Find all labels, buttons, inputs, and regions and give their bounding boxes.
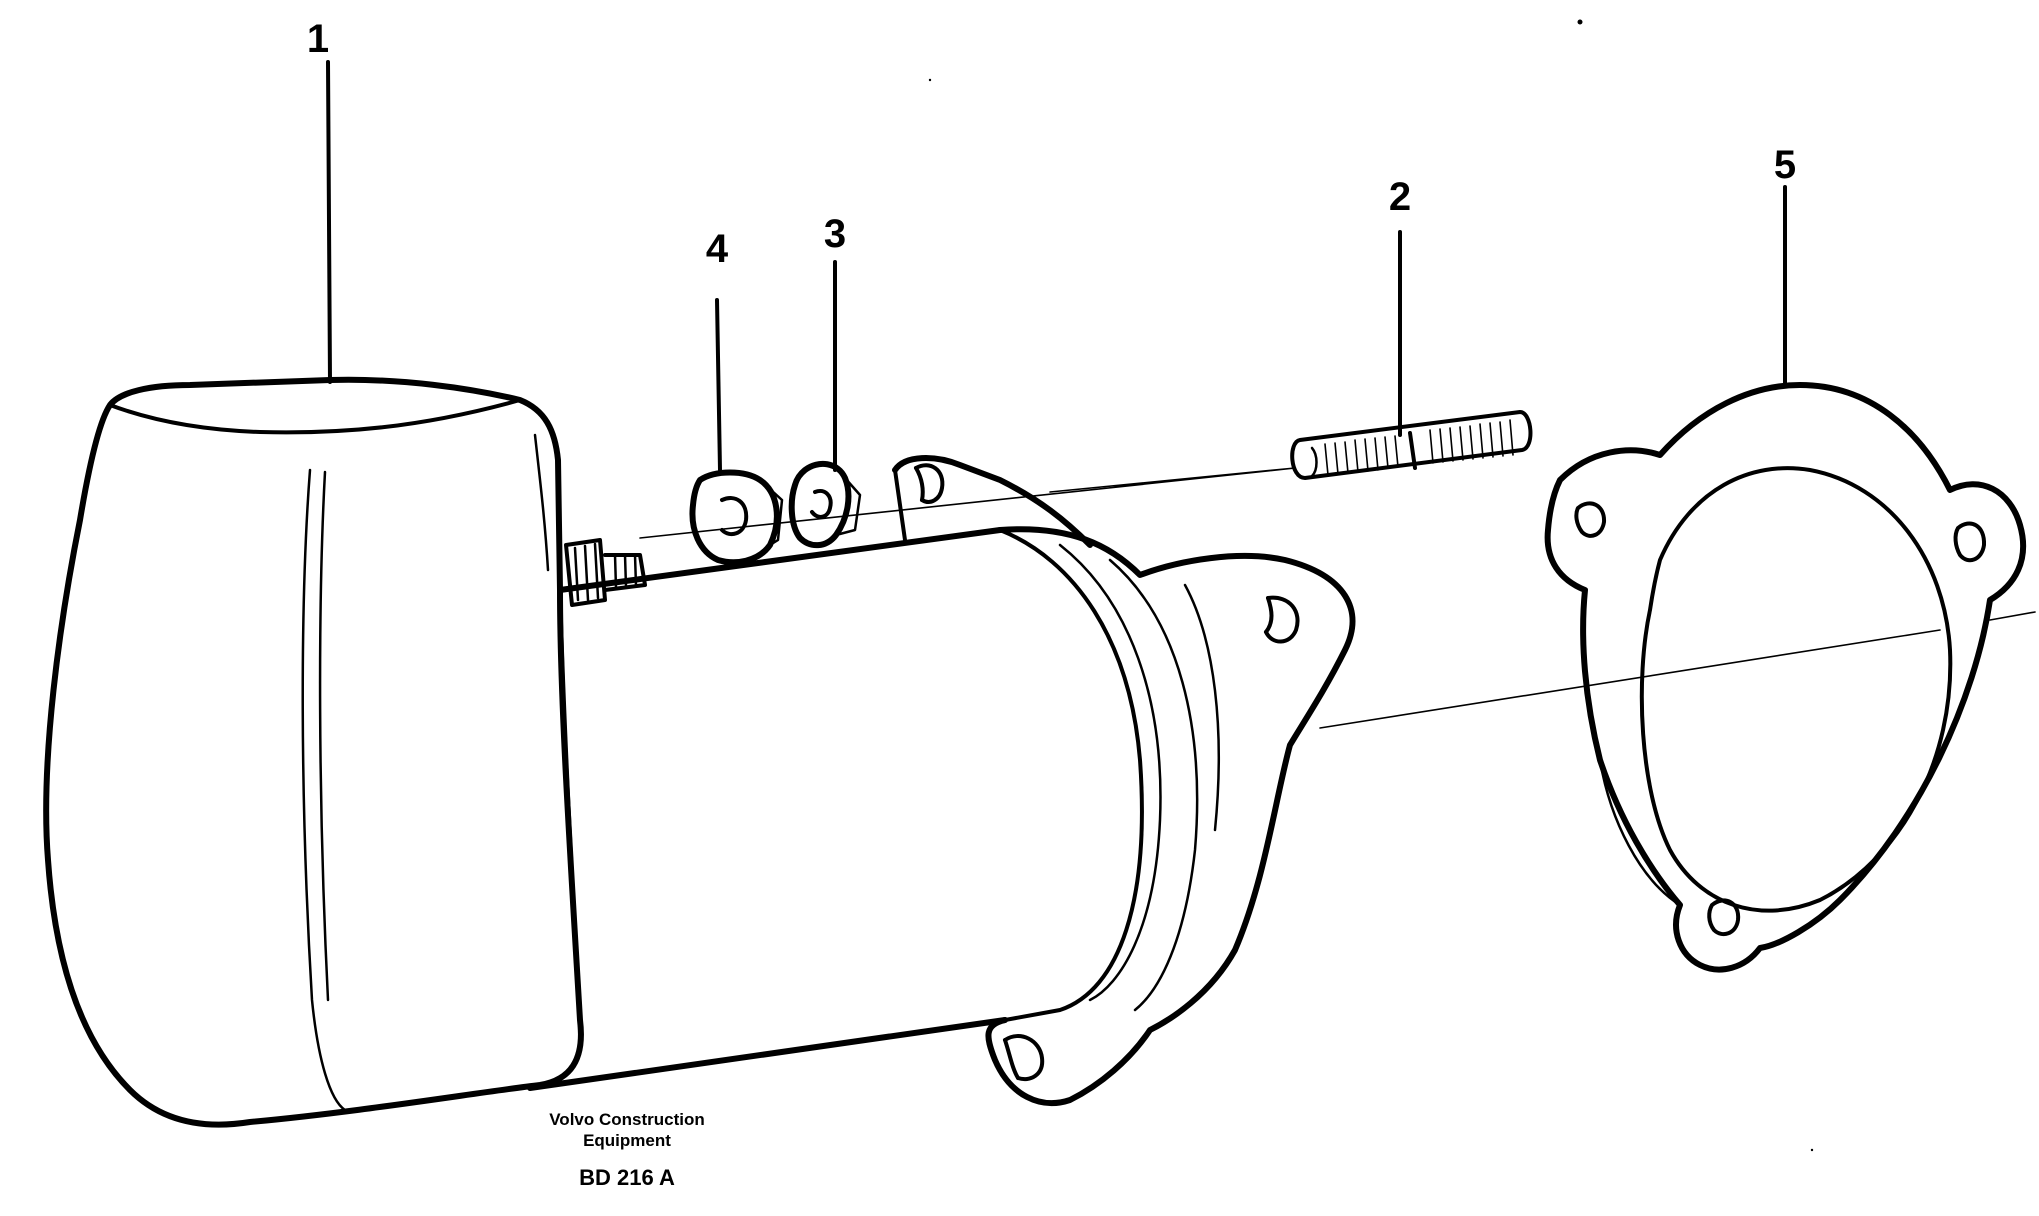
caption-company-line-2: Equipment — [583, 1131, 671, 1150]
callout-number-4: 4 — [706, 227, 729, 271]
starter-motor — [43, 376, 1356, 1128]
callout-number-1: 1 — [307, 17, 329, 61]
flange-gasket — [1544, 382, 2027, 973]
callout-number-3: 3 — [824, 212, 846, 256]
caption-company-line-1: Volvo Construction — [549, 1110, 705, 1129]
callout-leaders — [326, 60, 1787, 472]
drawing-code: BD 216 A — [579, 1165, 675, 1190]
scan-specks — [928, 19, 1814, 1152]
assembly-axis-line — [639, 467, 1296, 539]
hex-nut — [689, 469, 784, 566]
threaded-stud — [1290, 410, 1533, 480]
leader-line-4 — [715, 298, 722, 472]
callout-number-2: 2 — [1389, 175, 1411, 219]
lock-washer — [788, 460, 862, 549]
callout-number-5: 5 — [1774, 143, 1796, 187]
leader-line-1 — [326, 60, 332, 384]
gasket-axis-line — [1319, 611, 2036, 729]
